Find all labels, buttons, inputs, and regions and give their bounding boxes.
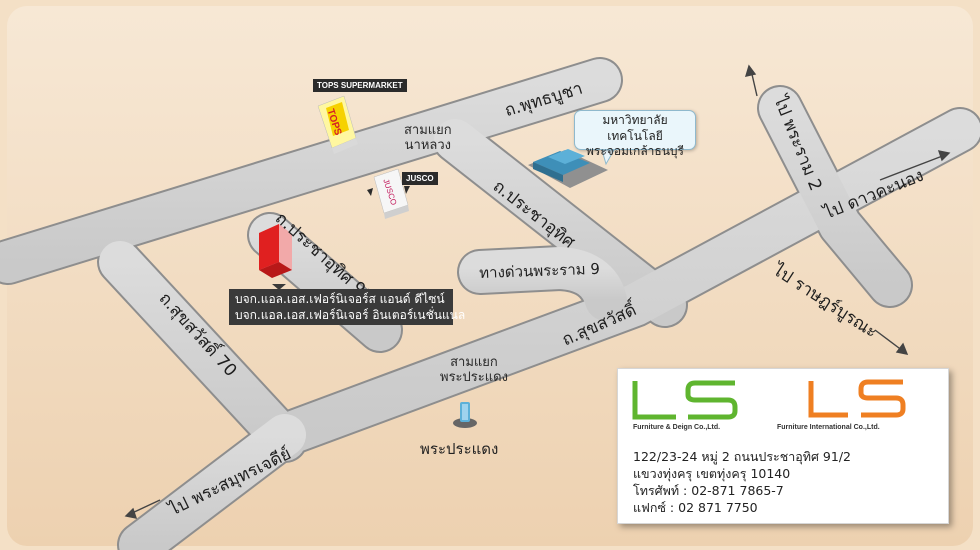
tops-supermarket-tag: TOPS SUPERMARKET <box>313 79 407 92</box>
jusco-building-icon <box>373 168 409 219</box>
junction-na-luang-line2: นาหลวง <box>404 137 452 153</box>
university-name-line1: มหาวิทยาลัยเทคโนโลยี <box>602 113 668 143</box>
road-suksawat <box>264 109 980 456</box>
junction-na-luang-line1: สามแยก <box>404 123 452 138</box>
company-name-line1: บจก.แอล.เอส.เฟอร์นิเจอร์ส แอนด์ ดีไซน์ <box>235 292 445 306</box>
tops-building-icon <box>317 95 358 154</box>
contact-card: Furniture & Deign Co.,Ltd. Furniture Int… <box>617 368 949 524</box>
ls-logo-orange <box>808 379 906 418</box>
ls-logos <box>632 379 906 420</box>
arrow-rama2-head <box>744 64 757 77</box>
junction-label-phra-pradaeng: สามแยก พระประแดง <box>440 355 508 386</box>
road-phutthabucha <box>0 59 621 283</box>
university-building-icon <box>528 149 608 188</box>
company-name-line2: บจก.แอล.เอส.เฟอร์นิเจอร์ อินเตอร์เนชั่นแ… <box>235 308 466 323</box>
university-callout: มหาวิทยาลัยเทคโนโลยี พระจอมเกล้าธนบุรี <box>574 110 696 158</box>
road-expressway <box>459 247 627 321</box>
phra-pradaeng-monument-icon <box>453 402 477 428</box>
jusco-tag: JUSCO <box>402 172 438 185</box>
arrow-samut-head <box>124 507 138 519</box>
company-building-icon <box>259 224 292 278</box>
road-label-expressway: ทางด่วนพระราม 9 <box>478 259 601 282</box>
ls-logo-green-name: Furniture & Deign Co.,Ltd. <box>633 424 721 431</box>
callout-pointers <box>272 149 615 290</box>
arrow-dao-khanong-head <box>937 150 951 162</box>
road-network <box>0 57 980 550</box>
company-label-box: บจก.แอล.เอส.เฟอร์นิเจอร์ส แอนด์ ดีไซน์ บ… <box>229 289 466 325</box>
direction-arrows <box>124 64 951 519</box>
road-pracha-uthit <box>434 119 686 326</box>
university-name-line2: พระจอมเกล้าธนบุรี <box>586 144 684 159</box>
junction-phra-pradaeng-line2: พระประแดง <box>440 369 508 385</box>
address-line2: แขวงทุ่งครุ เขตทุ่งครุ 10140 <box>633 466 791 481</box>
ls-logo-orange-name: Furniture International Co.,Ltd. <box>777 424 880 431</box>
phone-number: โทรศัพท์ : 02-871 7865-7 <box>633 483 784 498</box>
arrow-rat-burana-head <box>895 342 909 355</box>
road-suksawat70 <box>99 241 306 461</box>
road-samut <box>119 414 306 550</box>
road-rama2 <box>759 87 911 306</box>
junction-label-na-luang: สามแยก นาหลวง <box>404 123 452 154</box>
arrow-rat-burana-line <box>874 329 904 352</box>
arrow-samut-line <box>129 499 161 515</box>
arrow-dao-khanong-line <box>879 154 946 181</box>
address-line1: 122/23-24 หมู่ 2 ถนนประชาอุทิศ 91/2 <box>633 449 851 464</box>
junction-phra-pradaeng-line1: สามแยก <box>450 355 498 370</box>
ls-logo-green <box>632 380 738 420</box>
phra-pradaeng-label: พระประแดง <box>420 440 499 458</box>
fax-number: แฟกซ์ : 02 871 7750 <box>633 500 758 515</box>
